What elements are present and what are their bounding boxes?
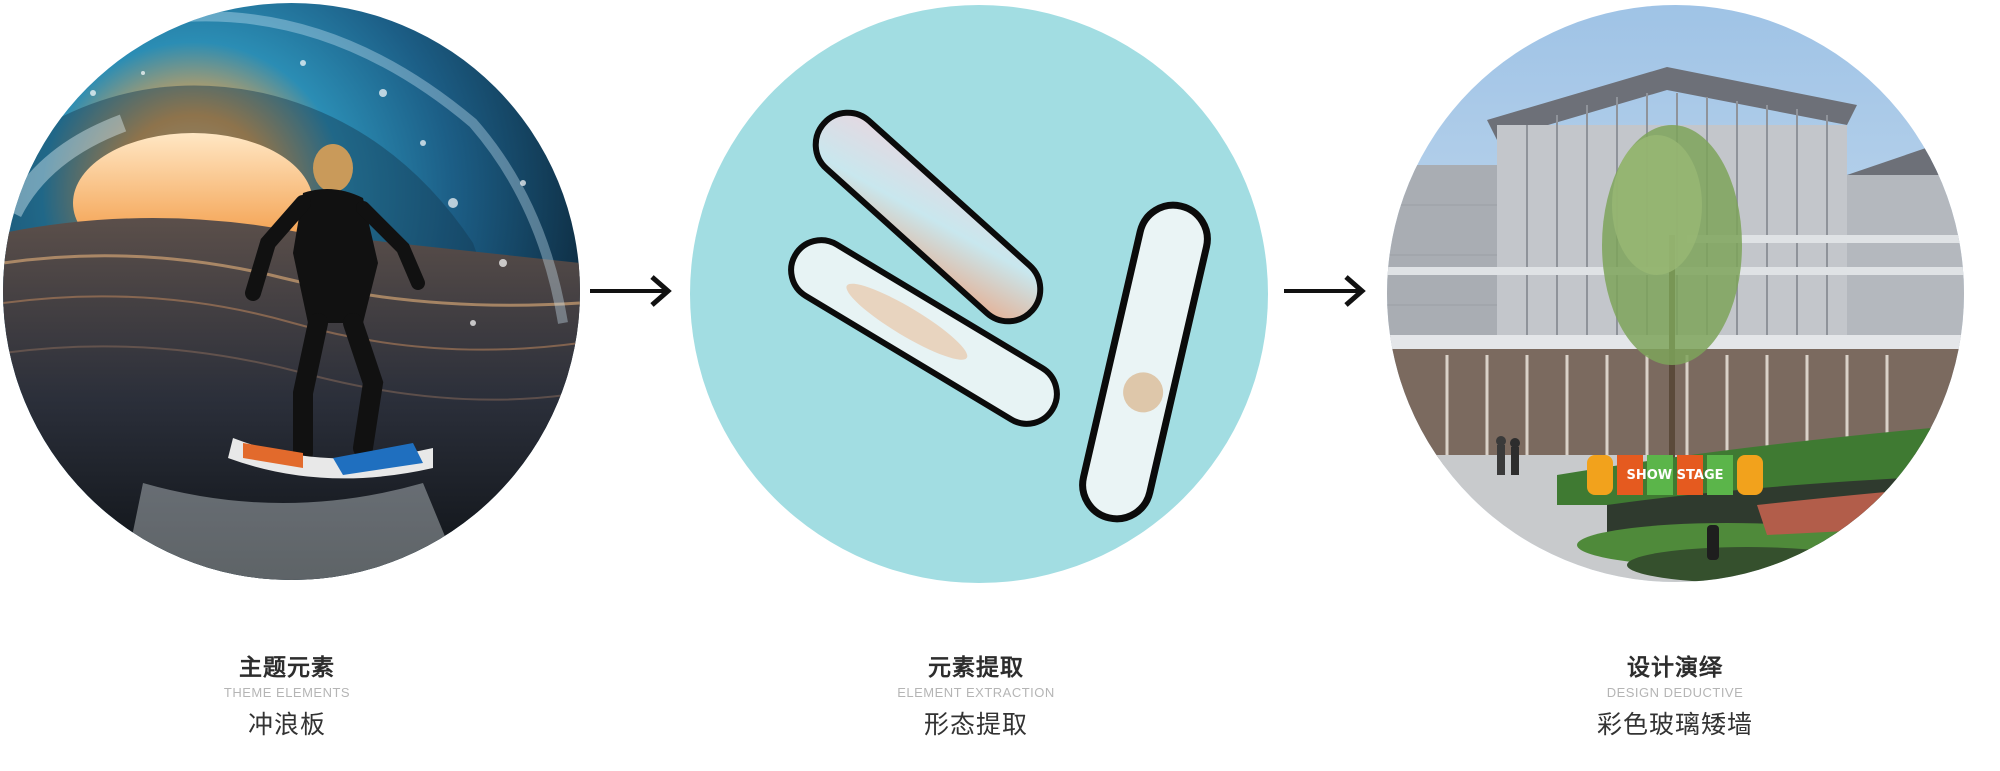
step-title: 设计演绎 [1627, 655, 1723, 681]
step-subtitle-en: DESIGN DEDUCTIVE [1606, 685, 1744, 700]
show-stage-sign: SHOW STAGE [1627, 468, 1724, 483]
step-caption-design: 设计演绎 DESIGN DEDUCTIVE 彩色玻璃矮墙 [1495, 654, 1855, 741]
step-title: 元素提取 [928, 655, 1024, 681]
step-title: 主题元素 [239, 655, 335, 681]
step-description: 形态提取 [923, 710, 1028, 739]
step-caption-extraction: 元素提取 ELEMENT EXTRACTION 形态提取 [796, 654, 1156, 741]
step-description: 彩色玻璃矮墙 [1596, 710, 1753, 739]
step-description: 冲浪板 [247, 710, 326, 739]
surfer-in-wave-photo [3, 3, 580, 580]
arrow-right-icon [588, 271, 678, 311]
arrow-right-icon [1282, 271, 1372, 311]
building-rendering-photo: SHOW STAGE [1387, 5, 1964, 582]
surfboard-outlines-photo [690, 5, 1268, 583]
step-caption-theme: 主题元素 THEME ELEMENTS 冲浪板 [107, 654, 467, 741]
step-subtitle-en: ELEMENT EXTRACTION [897, 685, 1055, 700]
step-subtitle-en: THEME ELEMENTS [223, 685, 351, 700]
